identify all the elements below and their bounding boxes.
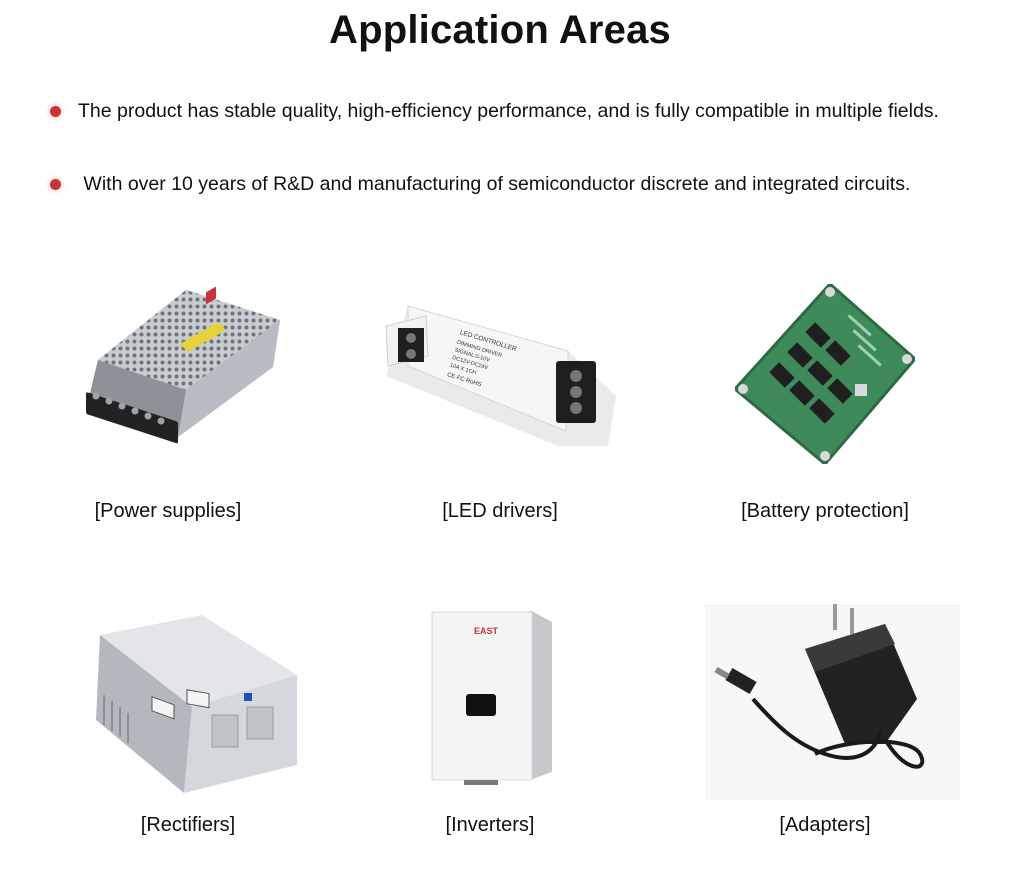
inverter-icon: EAST	[430, 610, 555, 785]
bullet-item: The product has stable quality, high-eff…	[50, 100, 939, 123]
rectifier-cabinet-icon	[92, 615, 304, 795]
product-caption: [Inverters]	[445, 814, 535, 836]
bullet-dot-icon	[50, 179, 61, 190]
product-caption: [Power supplies]	[94, 500, 242, 522]
page-title: Application Areas	[329, 8, 671, 52]
product-caption: [Adapters]	[779, 814, 871, 836]
battery-protection-board-icon	[735, 284, 915, 464]
product-caption: [LED drivers]	[442, 500, 558, 522]
power-adapter-icon	[705, 604, 960, 800]
product-caption: [Battery protection]	[741, 500, 909, 522]
product-caption: [Rectifiers]	[140, 814, 236, 836]
bullet-dot-icon	[50, 106, 61, 117]
bullet-item: With over 10 years of R&D and manufactur…	[50, 173, 910, 196]
power-supply-icon	[68, 282, 283, 457]
led-driver-icon: LED CONTROLLER DIMMING DRIVER SIGNAL:0-1…	[378, 296, 618, 456]
bullet-text: With over 10 years of R&D and manufactur…	[78, 173, 911, 195]
inverter-brand-label: EAST	[474, 626, 499, 636]
bullet-text: The product has stable quality, high-eff…	[78, 100, 939, 122]
